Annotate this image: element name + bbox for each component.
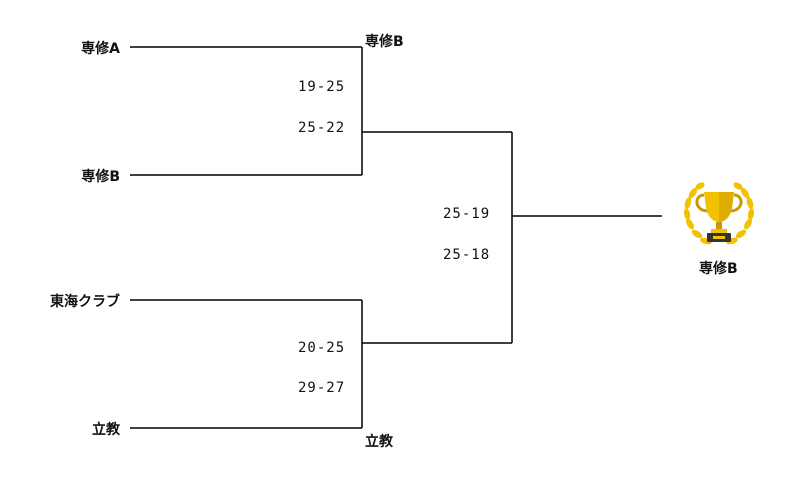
team-label-2: 専修B [81,169,120,185]
final-score-1: 25-19 [443,206,491,222]
semifinal-1-winner: 専修B [365,34,404,50]
semifinal-1-score-2: 25-22 [298,120,346,136]
semifinal-2-score-2: 29-27 [298,380,346,396]
semifinal-2-winner: 立教 [365,434,393,450]
team-label-3: 東海クラブ [50,294,120,310]
team-label-4: 立教 [92,422,120,438]
semifinal-2-score-1: 20-25 [298,340,346,356]
semifinal-1-score-1: 19-25 [298,79,346,95]
champion-label: 専修B [699,261,738,277]
final-score-2: 25-18 [443,247,491,263]
trophy-icon [683,182,755,245]
team-label-1: 専修A [81,41,120,57]
